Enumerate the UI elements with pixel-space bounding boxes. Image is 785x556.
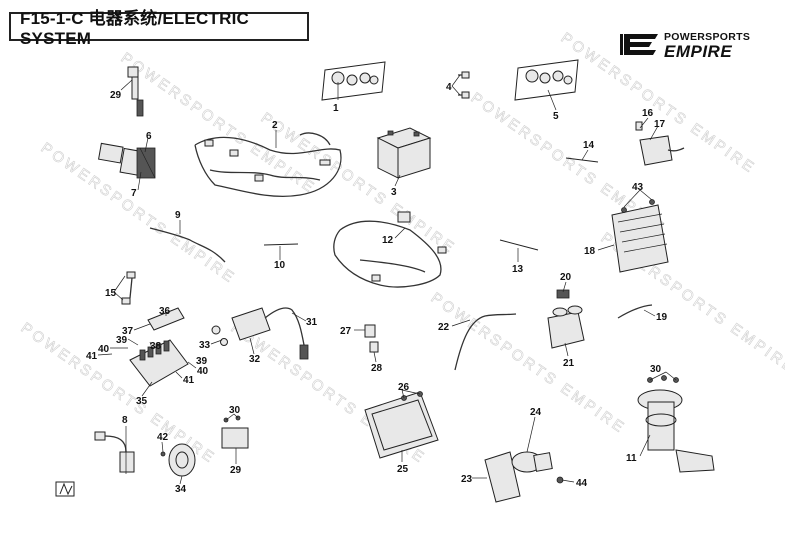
- callout-16: 16: [642, 108, 654, 119]
- brand-logo: POWERSPORTS EMPIRE: [618, 28, 768, 68]
- callout-30: 30: [650, 364, 662, 375]
- part-rod-13: [499, 239, 539, 251]
- callout-6: 6: [146, 131, 152, 142]
- part-rod-10: [263, 243, 299, 246]
- part-wire-19: [617, 304, 653, 319]
- svg-text:POWERSPORTS EMPIRE: POWERSPORTS EMPIRE: [428, 289, 629, 437]
- callout-18: 18: [584, 246, 596, 257]
- page-title-text: F15-1-C 电器系统/ELECTRIC SYSTEM: [20, 9, 249, 48]
- part-wire-9: [149, 227, 226, 263]
- callout-17: 17: [654, 119, 666, 130]
- part-starter-relay: [547, 289, 585, 349]
- svg-text:POWERSPORTS EMPIRE: POWERSPORTS EMPIRE: [258, 109, 459, 257]
- callout-7: 7: [131, 188, 137, 199]
- callout-39: 39: [116, 335, 128, 346]
- callout-1: 1: [333, 103, 339, 114]
- callout-25: 25: [397, 464, 409, 475]
- part-battery: [376, 127, 432, 179]
- callout-22: 22: [438, 322, 450, 333]
- callout-19: 19: [656, 312, 668, 323]
- callout-41b: 41: [183, 375, 195, 386]
- part-handlebar-switch: [98, 142, 156, 179]
- callout-10: 10: [274, 260, 286, 271]
- callout-12: 12: [382, 235, 394, 246]
- callout-44: 44: [576, 478, 588, 489]
- callout-24: 24: [530, 407, 542, 418]
- callout-40: 40: [98, 344, 110, 355]
- part-main-harness: [194, 132, 342, 198]
- callout-13: 13: [512, 264, 524, 275]
- part-connector-8: [94, 431, 135, 473]
- callout-27: 27: [340, 326, 352, 337]
- part-relay-set-2: [514, 59, 579, 101]
- callout-28: 28: [371, 363, 383, 374]
- callout-40b: 40: [197, 366, 209, 377]
- callout-11: 11: [626, 453, 637, 464]
- callout-43: 43: [632, 182, 644, 193]
- callout-8: 8: [122, 415, 128, 426]
- fire-symbol-icon: [55, 481, 75, 497]
- callout-9: 9: [175, 210, 181, 221]
- brand-line1: POWERSPORTS: [664, 31, 751, 43]
- callout-32: 32: [249, 354, 261, 365]
- part-wire-22: [454, 313, 517, 371]
- callout-37: 37: [122, 326, 134, 337]
- part-horn: [160, 443, 196, 477]
- callout-35: 35: [136, 396, 148, 407]
- callout-26: 26: [398, 382, 410, 393]
- page-title: F15-1-C 电器系统/ELECTRIC SYSTEM: [9, 9, 309, 48]
- callout-33: 33: [199, 340, 211, 351]
- part-spark-plug: [127, 66, 144, 117]
- callout-31: 31: [306, 317, 318, 328]
- callout-34: 34: [175, 484, 187, 495]
- leader-lines: [97, 74, 677, 485]
- part-fuel-pump: [637, 375, 715, 473]
- callout-29b: 29: [230, 465, 242, 476]
- callout-29: 29: [110, 90, 122, 101]
- callout-3: 3: [391, 187, 397, 198]
- part-relay-set: [321, 61, 386, 101]
- part-regulator-rectifier: [611, 199, 669, 273]
- part-ignition-coil: [211, 307, 309, 360]
- callout-41: 41: [86, 351, 98, 362]
- callout-15: 15: [105, 288, 117, 299]
- callout-14: 14: [583, 140, 595, 151]
- part-sensor-bracket: [635, 121, 685, 166]
- part-ecu: [364, 391, 439, 459]
- callout-2: 2: [272, 120, 278, 131]
- callout-42: 42: [157, 432, 169, 443]
- callout-39b: 39: [196, 356, 208, 367]
- part-sensor-27: [364, 324, 379, 353]
- callout-30b: 30: [229, 405, 241, 416]
- part-connector-15: [121, 271, 136, 305]
- callout-labels: 1 2 3 4 5 6 7 8 9 10 11 12 13 14 15 16 1…: [86, 82, 668, 495]
- empire-e-logo-icon: [620, 34, 658, 55]
- callout-20: 20: [560, 272, 572, 283]
- part-fuse-box: [129, 307, 189, 387]
- callout-21: 21: [563, 358, 575, 369]
- callout-23: 23: [461, 474, 473, 485]
- part-bracket-29-30: [221, 415, 249, 449]
- callout-38: 38: [150, 341, 162, 352]
- part-sub-harness: [333, 211, 447, 288]
- callout-5: 5: [553, 111, 559, 122]
- callout-4: 4: [446, 82, 452, 93]
- part-starter-motor: [484, 451, 564, 503]
- brand-line2: EMPIRE: [664, 42, 733, 61]
- callout-36: 36: [159, 306, 171, 317]
